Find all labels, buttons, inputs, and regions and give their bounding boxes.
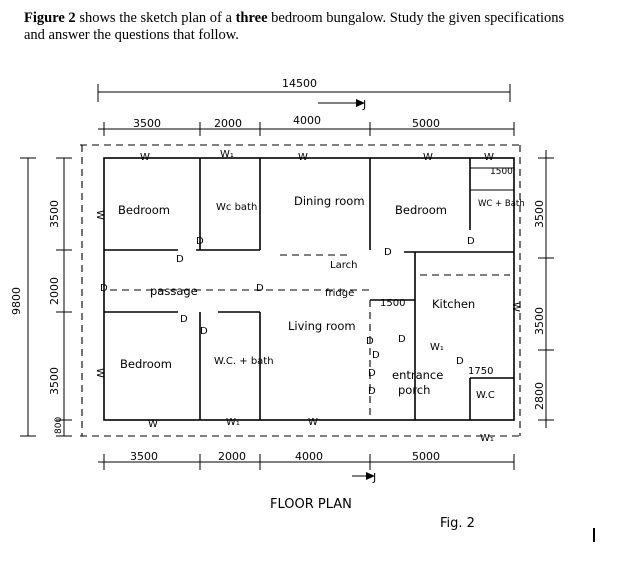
- dim-top-4: 5000: [412, 117, 440, 130]
- dim-left-4: 800: [54, 417, 64, 434]
- dim-left-overall: 9800: [10, 287, 23, 315]
- dim-left-3: 3500: [48, 367, 61, 395]
- dim-porch-wc: 1750: [468, 366, 493, 377]
- section-label-top: J: [362, 98, 366, 111]
- door-living: D: [366, 336, 374, 347]
- dim-right-2: 3500: [533, 307, 546, 335]
- dim-bottom-1: 3500: [130, 450, 158, 463]
- section-marker-top: J: [318, 98, 366, 111]
- door-dining-right: D: [384, 247, 392, 258]
- label-bedroom-bottom-left: Bedroom: [120, 357, 172, 371]
- section-marker-bottom: J: [352, 471, 376, 484]
- window-living: W: [308, 417, 318, 428]
- right-dimensions: 3500 3500 2800: [533, 150, 554, 428]
- section-label-bottom: J: [372, 471, 376, 484]
- door-entrance: D: [368, 368, 376, 379]
- label-wc-bath-bottom: W.C. + bath: [214, 356, 274, 367]
- window-porch-wc: W₁: [480, 433, 494, 444]
- door-passage-left: D: [100, 283, 108, 294]
- room-labels: Bedroom Wc bath Dining room Bedroom WC +…: [118, 167, 525, 401]
- question-text-b: bedroom bungalow. Study the given specif…: [24, 10, 565, 43]
- outer-dashed-lines: [80, 144, 521, 437]
- dim-bottom-4: 5000: [412, 450, 440, 463]
- door-wc-right: D: [467, 236, 475, 247]
- door-kitchen: D: [398, 334, 406, 345]
- question-text-a: shows the sketch plan of a: [75, 10, 236, 26]
- label-passage: passage: [150, 284, 198, 298]
- dim-overall-top: 14500: [282, 77, 317, 90]
- dim-right-3: 2800: [533, 382, 546, 410]
- label-bedroom-top-left: Bedroom: [118, 203, 170, 217]
- door-wc-top: D: [196, 236, 204, 247]
- label-dining-room: Dining room: [294, 194, 365, 208]
- label-wc-bath-top: Wc bath: [216, 202, 257, 213]
- window-bedroom-bottom: W: [148, 419, 158, 430]
- dim-left-1: 3500: [48, 200, 61, 228]
- label-wc-bath-right: WC + Bath: [478, 199, 525, 209]
- label-entrance: entrance: [392, 368, 443, 382]
- label-porch: porch: [398, 383, 430, 397]
- door-porch: D: [368, 386, 376, 397]
- figure-label: Fig. 2: [440, 516, 475, 531]
- window-kitchen: W: [510, 302, 521, 312]
- dim-bottom-3: 4000: [295, 450, 323, 463]
- label-kitchen: Kitchen: [432, 297, 475, 311]
- window-kitchen-bottom: W₁: [430, 342, 444, 353]
- dim-top-1: 3500: [133, 117, 161, 130]
- windows: W W₁ W W W W W W W W₁ W W₁ W₁: [94, 149, 521, 444]
- dim-top-3: 4000: [293, 114, 321, 127]
- label-wc-porch: W.C: [476, 390, 495, 401]
- text-cursor: [593, 528, 595, 542]
- dim-bottom-2: 2000: [218, 450, 246, 463]
- door-bedroom-top: D: [176, 254, 184, 265]
- bottom-dimensions: 3500 2000 4000 5000: [98, 450, 515, 470]
- figure-ref: Figure 2: [24, 10, 76, 26]
- question-text: Figure 2 shows the sketch plan of a thre…: [24, 10, 584, 44]
- window-wc-top: W₁: [220, 149, 234, 160]
- window-bedroom-left-bottom: W: [94, 368, 105, 378]
- door-bedroom-bottom: D: [180, 314, 188, 325]
- door-kitchen-entry: D: [372, 350, 380, 361]
- dim-kitchen-wc: 1500: [490, 167, 513, 177]
- door-wc-bottom: D: [200, 326, 208, 337]
- window-bedroom-left: W: [94, 210, 105, 220]
- door-porch-wc: D: [456, 356, 464, 367]
- dim-top-2: 2000: [214, 117, 242, 130]
- three-emphasis: three: [235, 10, 268, 26]
- top-dimensions: 14500 3500 2000 4000 5000: [97, 77, 515, 136]
- window-wc-right: W: [484, 152, 494, 163]
- door-passage-mid: D: [256, 283, 264, 294]
- window-dining: W: [298, 152, 308, 163]
- walls: [103, 157, 515, 421]
- floor-plan-title: FLOOR PLAN: [270, 497, 352, 512]
- window-bedroom-top: W: [140, 152, 150, 163]
- window-wc-bottom: W₁: [226, 417, 240, 428]
- label-larch: Larch: [330, 260, 357, 271]
- label-fridge: fridge: [325, 288, 354, 299]
- doors: D D D D D D D D D D D D D D: [100, 236, 475, 397]
- label-bedroom-top-right: Bedroom: [395, 203, 447, 217]
- dim-right-1: 3500: [533, 200, 546, 228]
- label-living-room: Living room: [288, 319, 356, 333]
- dim-left-2: 2000: [48, 277, 61, 305]
- window-bedroom-right: W: [423, 152, 433, 163]
- dim-kitchen-offset: 1500: [380, 298, 405, 309]
- left-dimensions: 9800 3500 2000 3500 800: [10, 157, 72, 437]
